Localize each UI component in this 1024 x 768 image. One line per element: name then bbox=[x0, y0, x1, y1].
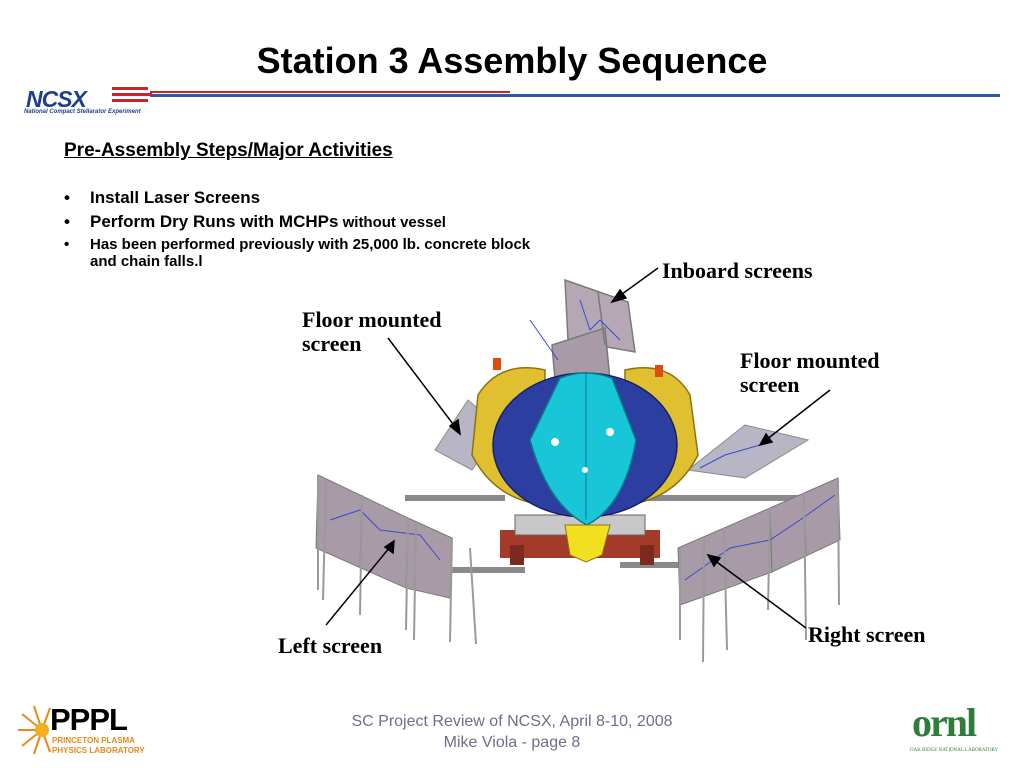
ornl-sub: OAK RIDGE NATIONAL LABORATORY bbox=[910, 748, 999, 753]
ncsx-tagline: National Compact Stellarator Experiment bbox=[24, 109, 141, 115]
floor-screen-right bbox=[686, 424, 810, 479]
bullet-marker: • bbox=[64, 188, 70, 207]
ncsx-stripes-icon bbox=[112, 87, 152, 102]
bullet-suffix: without vessel bbox=[338, 214, 446, 231]
section-heading: Pre-Assembly Steps/Major Activities bbox=[64, 140, 393, 161]
bullet-list: • Install Laser Screens • Perform Dry Ru… bbox=[64, 188, 554, 274]
callout-floor-mounted-right: Floor mounted screen bbox=[740, 348, 880, 397]
right-screen bbox=[677, 477, 841, 663]
bullet-marker: • bbox=[64, 212, 70, 231]
bullet-item: • Install Laser Screens bbox=[64, 188, 554, 208]
ornl-name: ornl bbox=[912, 700, 977, 745]
bullet-text: Install Laser Screens bbox=[90, 188, 261, 207]
slide-title: Station 3 Assembly Sequence bbox=[256, 40, 768, 81]
footer-page-line: Mike Viola - page 8 bbox=[443, 734, 581, 751]
bullet-item: • Perform Dry Runs with MCHPs without ve… bbox=[64, 212, 554, 232]
pppl-sub1: PRINCETON PLASMA bbox=[52, 736, 135, 745]
callout-left-screen: Left screen bbox=[278, 633, 383, 658]
pppl-starburst-icon bbox=[18, 705, 51, 755]
coil-assembly bbox=[471, 358, 699, 563]
bullet-text: Perform Dry Runs with MCHPs bbox=[90, 212, 339, 231]
callout-arrows bbox=[325, 267, 831, 629]
floor-rails bbox=[405, 495, 805, 573]
header-divider bbox=[150, 94, 1000, 97]
bullet-marker: • bbox=[64, 236, 70, 253]
pppl-sub2: PHYSICS LABORATORY bbox=[52, 746, 145, 755]
header-accent-line bbox=[150, 91, 510, 93]
callout-floor-mounted-left: Floor mounted screen bbox=[302, 307, 442, 356]
callout-right-screen: Right screen bbox=[808, 622, 926, 647]
ncsx-logo: NCSX bbox=[26, 86, 87, 112]
footer-review-line: SC Project Review of NCSX, April 8-10, 2… bbox=[351, 713, 673, 730]
pppl-name: PPPL bbox=[50, 702, 128, 737]
left-screen bbox=[315, 474, 477, 645]
assembly-diagram bbox=[315, 267, 841, 663]
bullet-item: • Has been performed previously with 25,… bbox=[64, 236, 554, 270]
bullet-text: Has been performed previously with 25,00… bbox=[90, 236, 531, 270]
callout-inboard-screens: Inboard screens bbox=[662, 258, 813, 283]
